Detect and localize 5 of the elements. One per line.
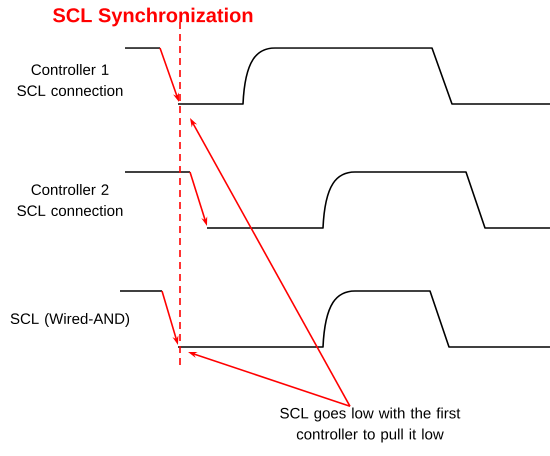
signal-label: SCL (Wired-AND) [10, 313, 130, 327]
signal-label: Controller 2 SCL connection [17, 184, 122, 216]
signal-label: SCL goes low with the first controller to pull it low [280, 408, 460, 442]
title: SCL Synchronization [53, 8, 252, 26]
signal-label: Controller 1 SCL connection [17, 64, 122, 96]
